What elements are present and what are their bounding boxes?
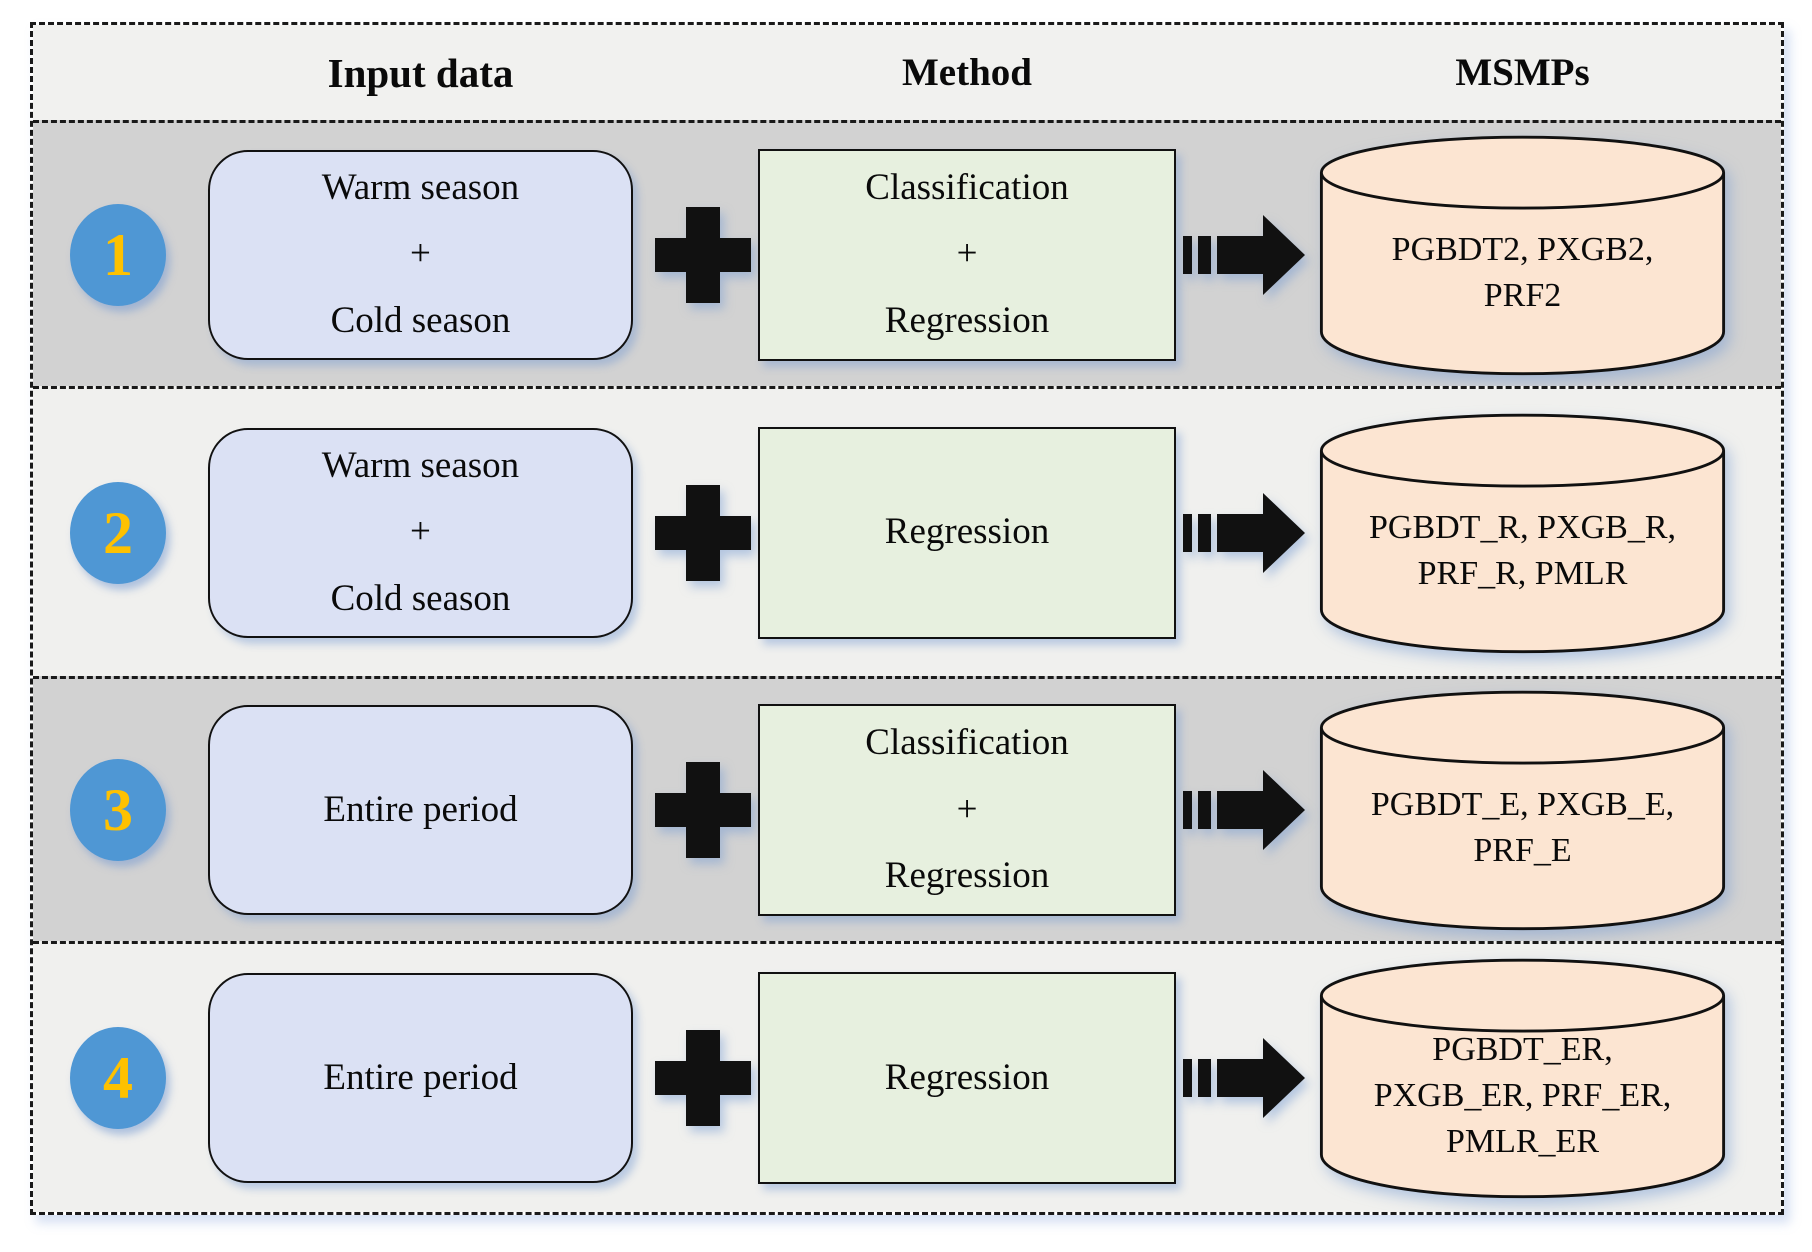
step-number: 4	[103, 1045, 133, 1111]
striped-right-arrow-icon	[1183, 1032, 1307, 1124]
step-number-badge: 2	[70, 481, 166, 584]
step-number: 2	[103, 499, 133, 566]
msmp-database-cylinder: PGBDT_ER, PXGB_ER, PRF_ER, PMLR_ER	[1319, 953, 1726, 1203]
column-header-method: Method	[902, 51, 1032, 94]
column-header-input-data: Input data	[327, 49, 514, 96]
header-row: Input data Method MSMPs	[33, 25, 1781, 120]
workflow-row-3: 3 Entire period Classification + Regress…	[33, 676, 1781, 941]
method-box: Classification + Regression	[758, 148, 1176, 361]
method-box: Regression	[758, 972, 1176, 1184]
method-box: Classification + Regression	[758, 704, 1176, 916]
input-data-box: Entire period	[208, 973, 633, 1183]
striped-right-arrow-icon	[1183, 209, 1307, 301]
msmp-database-cylinder: PGBDT_E, PXGB_E, PRF_E	[1319, 685, 1726, 935]
workflow-row-4: 4 Entire period Regression PGBDT_ER, PXG…	[33, 941, 1781, 1212]
step-number-badge: 3	[70, 759, 166, 861]
striped-right-arrow-icon	[1183, 764, 1307, 856]
msmp-database-cylinder: PGBDT_R, PXGB_R, PRF_R, PMLR	[1319, 408, 1726, 658]
method-box: Regression	[758, 426, 1176, 639]
step-number-badge: 1	[70, 203, 166, 306]
input-data-box: Warm season + Cold season	[208, 427, 633, 638]
plus-icon	[655, 484, 751, 581]
msmp-model-list: PGBDT_R, PXGB_R, PRF_R, PMLR	[1368, 508, 1676, 592]
plus-icon	[655, 762, 751, 858]
msmp-model-list: PGBDT2, PXGB2, PRF2	[1391, 230, 1654, 314]
step-number: 3	[103, 777, 133, 843]
workflow-row-1: 1 Warm season + Cold season Classificati…	[33, 120, 1781, 386]
input-data-box: Entire period	[208, 705, 633, 915]
plus-icon	[655, 206, 751, 303]
input-data-box: Warm season + Cold season	[208, 149, 633, 360]
msmp-model-list: PGBDT_E, PXGB_E, PRF_E	[1370, 786, 1675, 869]
workflow-row-2: 2 Warm season + Cold season Regression P…	[33, 386, 1781, 676]
column-header-msmps: MSMPs	[1455, 51, 1590, 94]
msmp-database-cylinder: PGBDT2, PXGB2, PRF2	[1319, 130, 1726, 380]
striped-right-arrow-icon	[1183, 487, 1307, 579]
step-number: 1	[103, 221, 133, 288]
step-number-badge: 4	[70, 1027, 166, 1129]
plus-icon	[655, 1030, 751, 1126]
msmp-model-list: PGBDT_ER, PXGB_ER, PRF_ER, PMLR_ER	[1373, 1031, 1672, 1160]
diagram-frame: Input data Method MSMPs 1 Warm season + …	[30, 22, 1784, 1215]
